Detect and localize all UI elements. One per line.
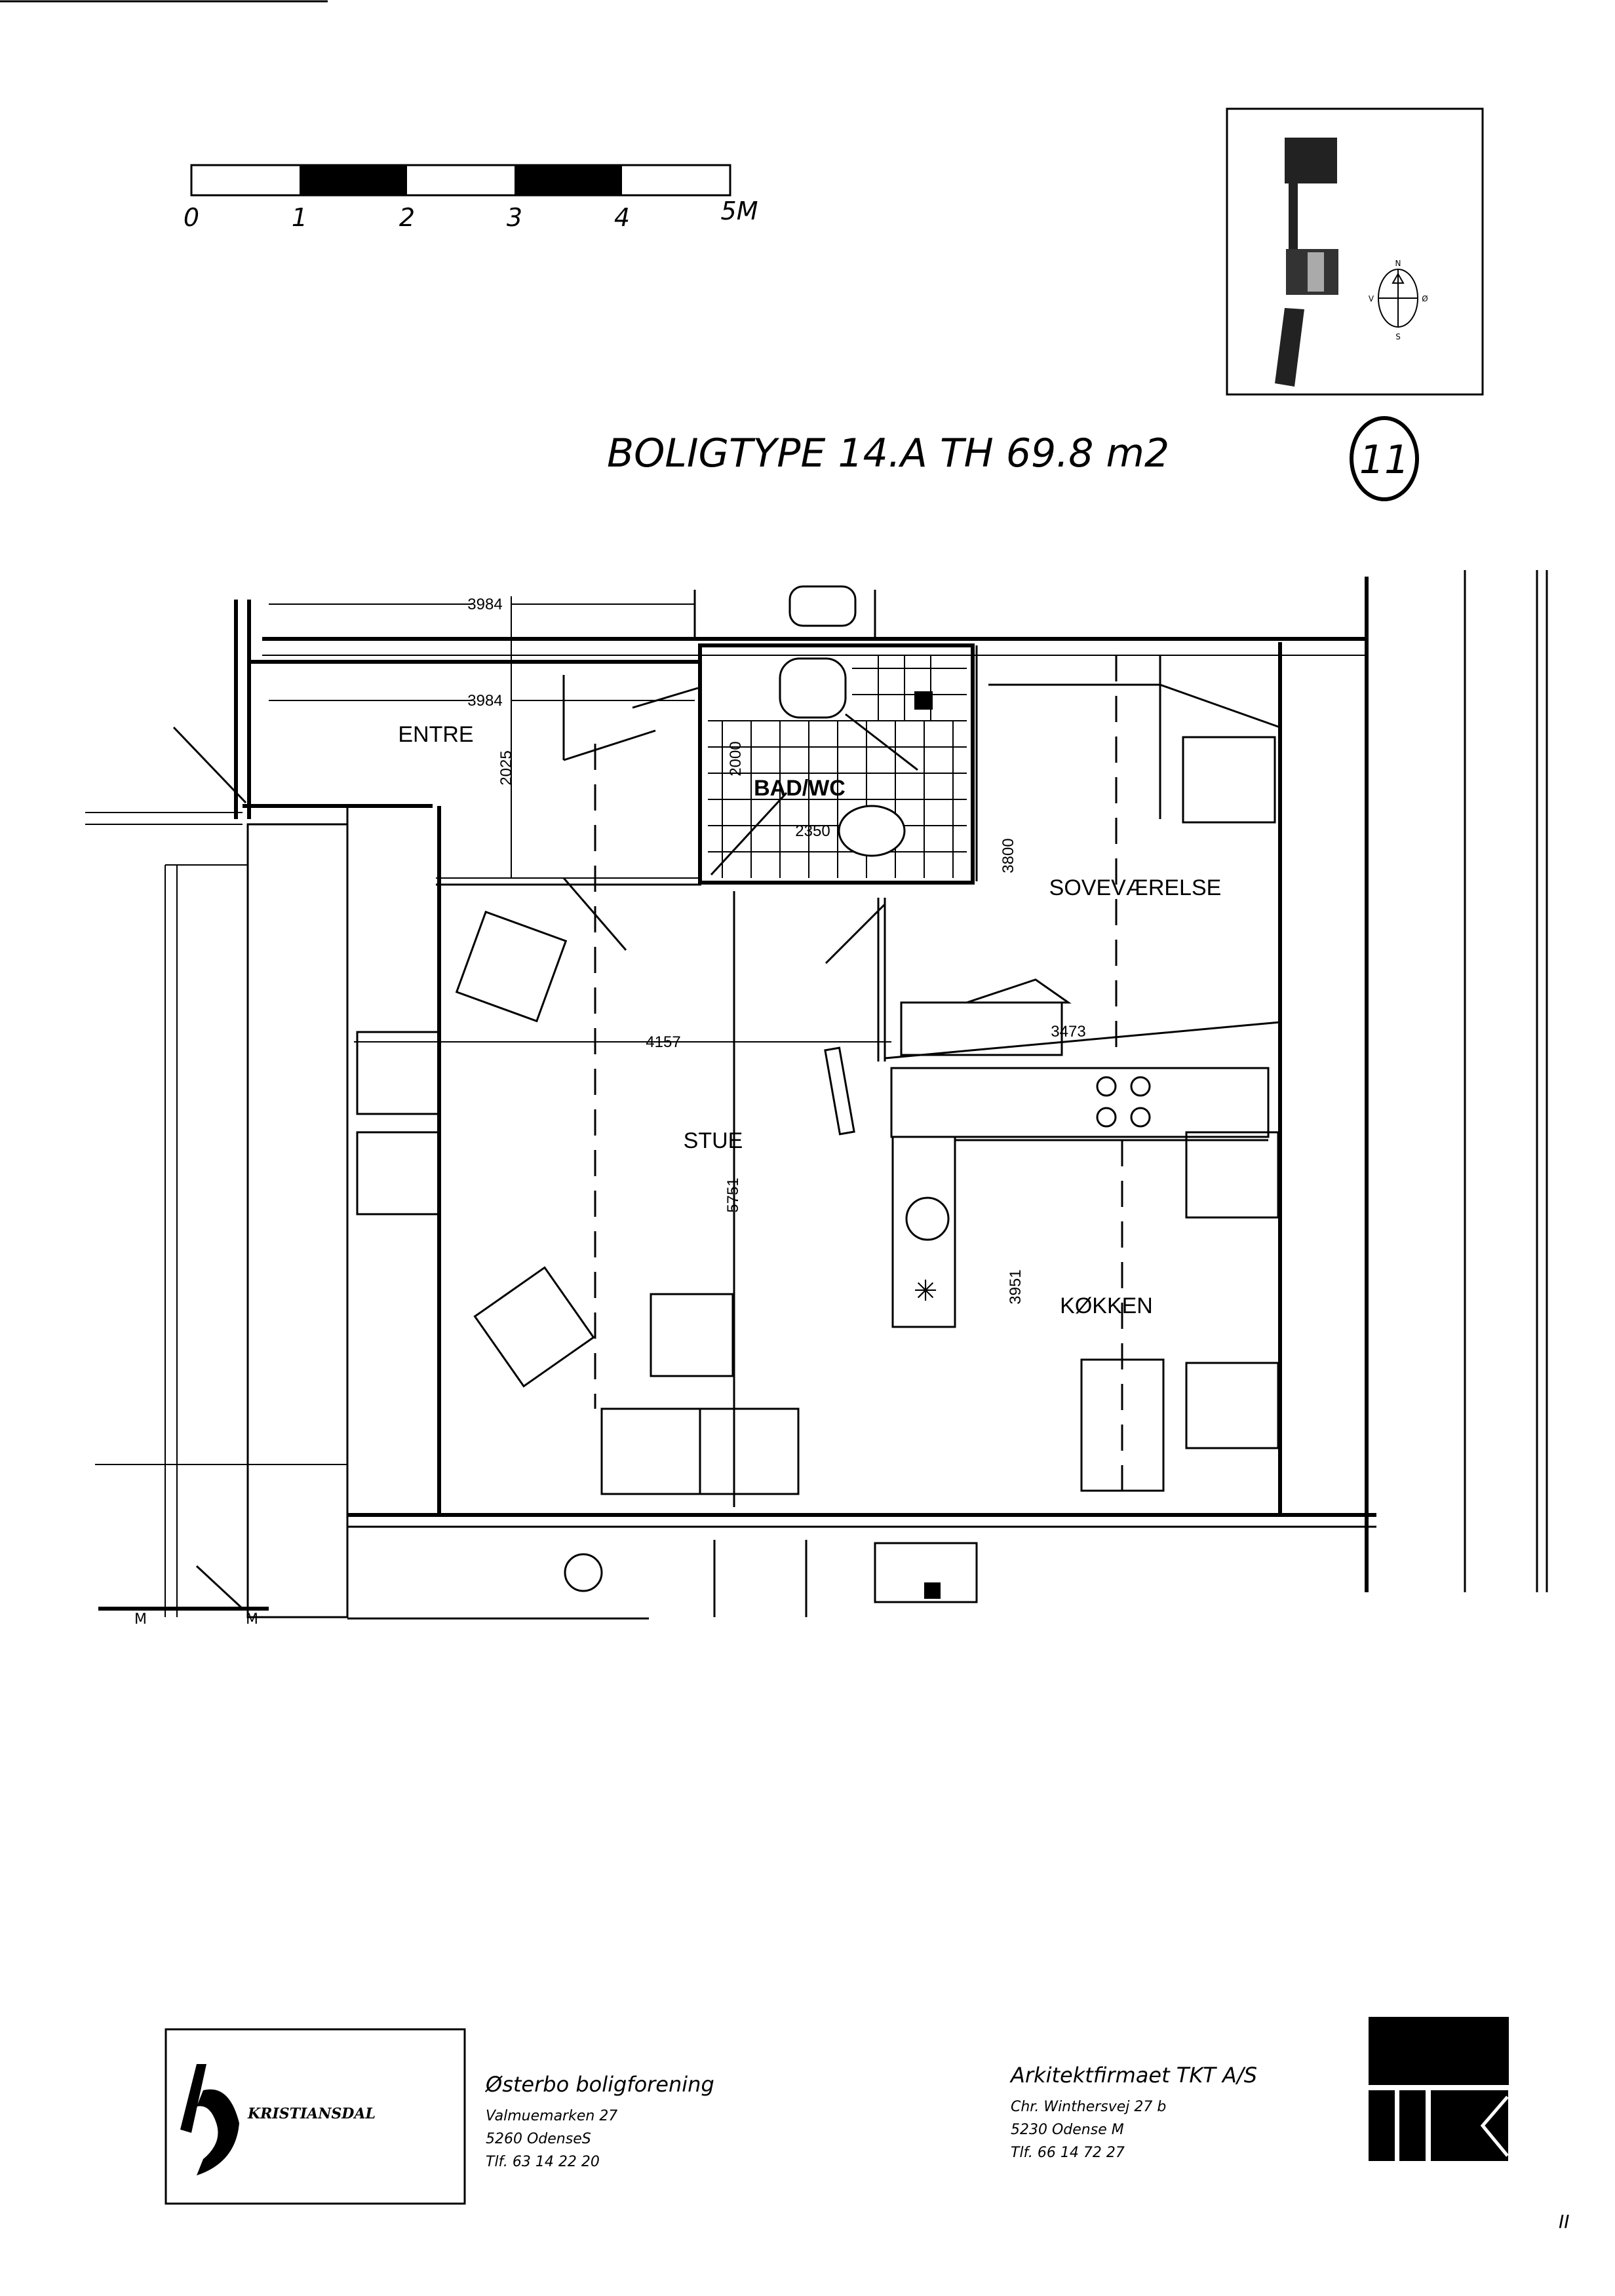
client-block: KRISTIANSDAL Østerbo boligforening Valmu…	[165, 2028, 714, 2205]
extractor-icon: ✳	[914, 1274, 938, 1308]
dimension-label: 3984	[467, 692, 502, 710]
key-map: N S V Ø	[1226, 107, 1484, 396]
armchair-icon	[473, 1266, 595, 1388]
floor-drain-icon	[914, 691, 933, 710]
plan-mark: M	[246, 1611, 258, 1628]
architect-city: 5230 Odense M	[1011, 2122, 1124, 2138]
compass-s: S	[1395, 332, 1401, 341]
dimension-label: 3800	[1000, 838, 1017, 873]
architect-block: Arkitektfirmaet TKT A/S Chr. Winthersvej…	[1009, 2017, 1509, 2161]
page-mark: II	[1559, 2211, 1570, 2232]
architect-phone: Tlf. 66 14 72 27	[1011, 2145, 1125, 2161]
compass-icon: N S V Ø	[1369, 259, 1428, 341]
sink-icon	[779, 657, 847, 719]
client-logo-box	[165, 2028, 466, 2205]
sheet-number: 11	[1359, 437, 1409, 483]
dimension-label: 3984	[467, 596, 502, 613]
bathroom-tiles	[708, 655, 967, 878]
tkt-logo	[1369, 2017, 1509, 2161]
dimension-label: 2025	[497, 750, 515, 785]
dimension-label: 2000	[727, 741, 745, 776]
client-city: 5260 OdenseS	[486, 2131, 591, 2147]
logo-text: KRISTIANSDAL	[247, 2105, 376, 2122]
room-label-entre: ENTRE	[398, 722, 473, 747]
room-label-bad-wc: BAD/WC	[754, 776, 846, 801]
kristiansdal-logo: KRISTIANSDAL	[180, 2064, 376, 2175]
armchair-icon	[455, 910, 568, 1023]
dimension-label: 4157	[646, 1033, 680, 1051]
dimension-label: 3473	[1051, 1023, 1085, 1041]
floor-plan: ✳ M M ENTRE BAD/WC SOVEVÆRELSE STUE KØKK…	[85, 570, 1548, 1628]
page-title: BOLIGTYPE 14.A TH 69.8 m2	[607, 430, 1169, 476]
scale-label: 3	[507, 203, 522, 232]
client-address: Valmuemarken 27	[486, 2108, 617, 2124]
architect-name: Arkitektfirmaet TKT A/S	[1009, 2063, 1257, 2088]
architect-address: Chr. Winthersvej 27 b	[1011, 2099, 1166, 2115]
dimension-label: 2350	[795, 822, 830, 840]
compass-n: N	[1395, 259, 1401, 268]
compass-o: Ø	[1422, 294, 1428, 303]
scale-bar: 0 1 2 3 4 5M	[184, 164, 758, 232]
room-label-sovevaerelse: SOVEVÆRELSE	[1049, 875, 1222, 900]
scale-label: 1	[292, 203, 307, 232]
dimension-label: 5751	[724, 1177, 742, 1212]
toilet-icon	[838, 805, 906, 857]
plan-mark: M	[134, 1611, 147, 1628]
scale-label: 5M	[721, 197, 758, 225]
compass-v: V	[1369, 294, 1374, 303]
scale-label: 0	[184, 203, 199, 232]
room-label-stue: STUE	[684, 1128, 743, 1153]
sheet-number-badge: 11	[1350, 416, 1419, 501]
dimension-label: 3951	[1007, 1269, 1024, 1304]
scale-label: 2	[399, 203, 415, 232]
client-phone: Tlf. 63 14 22 20	[486, 2154, 600, 2170]
scale-label: 4	[614, 203, 630, 232]
table-icon	[650, 1293, 734, 1377]
room-label-koekken: KØKKEN	[1060, 1293, 1153, 1318]
client-name: Østerbo boligforening	[484, 2072, 714, 2097]
